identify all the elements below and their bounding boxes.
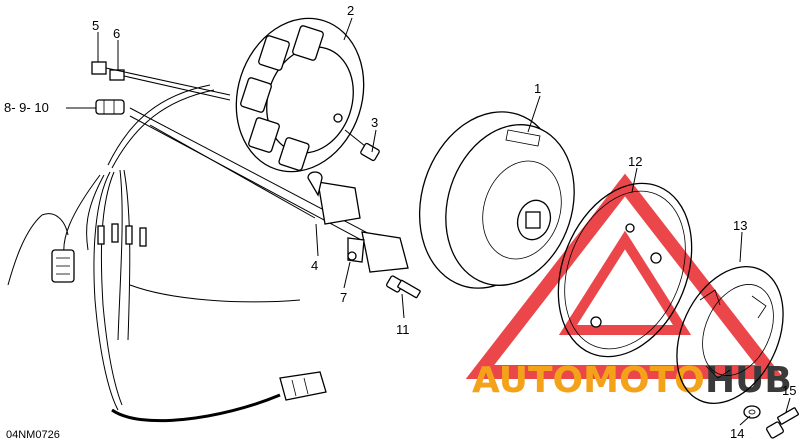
callout-3: 3 <box>371 115 378 130</box>
callouts: 1 2 3 4 5 6 7 8- 9- 10 11 12 13 14 15 <box>4 3 796 441</box>
callout-11: 11 <box>396 322 410 337</box>
watermark-logo-triangle <box>465 173 785 379</box>
watermark-word-orange: AUTOMOTO <box>472 360 705 401</box>
ignition-pickup <box>347 231 409 273</box>
wiring-harness <box>7 84 301 423</box>
callout-5: 5 <box>92 18 99 33</box>
flywheel <box>418 111 575 289</box>
callout-2: 2 <box>347 3 354 18</box>
watermark: AUTOMOTO HUB <box>465 173 792 401</box>
callout-4: 4 <box>311 258 318 273</box>
harness-connector <box>51 249 75 283</box>
reference-code: 04NM0726 <box>6 429 60 441</box>
bolt <box>766 407 799 439</box>
callout-6: 6 <box>113 26 120 41</box>
callout-14: 14 <box>730 426 744 441</box>
stator <box>235 17 365 173</box>
callout-15: 15 <box>782 383 796 398</box>
trigger-wheel <box>557 182 693 358</box>
leader-lines <box>66 17 791 426</box>
callout-12: 12 <box>628 154 642 169</box>
watermark-logo-inner <box>558 230 692 335</box>
starter-cup <box>676 266 784 404</box>
stator-bolt <box>344 129 380 162</box>
callout-13: 13 <box>733 218 747 233</box>
callout-1: 1 <box>534 81 541 96</box>
pickup-sensor <box>307 171 361 225</box>
harness-terminals <box>97 223 147 247</box>
washer <box>743 405 761 419</box>
pickup-bolt <box>386 275 421 299</box>
small-connectors <box>91 61 231 101</box>
callout-8-9-10: 8- 9- 10 <box>4 100 49 115</box>
callout-7: 7 <box>340 290 347 305</box>
wire-guide <box>129 107 401 259</box>
grommet <box>95 99 125 115</box>
bottom-connector <box>279 371 327 401</box>
watermark-word-dark: HUB <box>705 360 792 401</box>
